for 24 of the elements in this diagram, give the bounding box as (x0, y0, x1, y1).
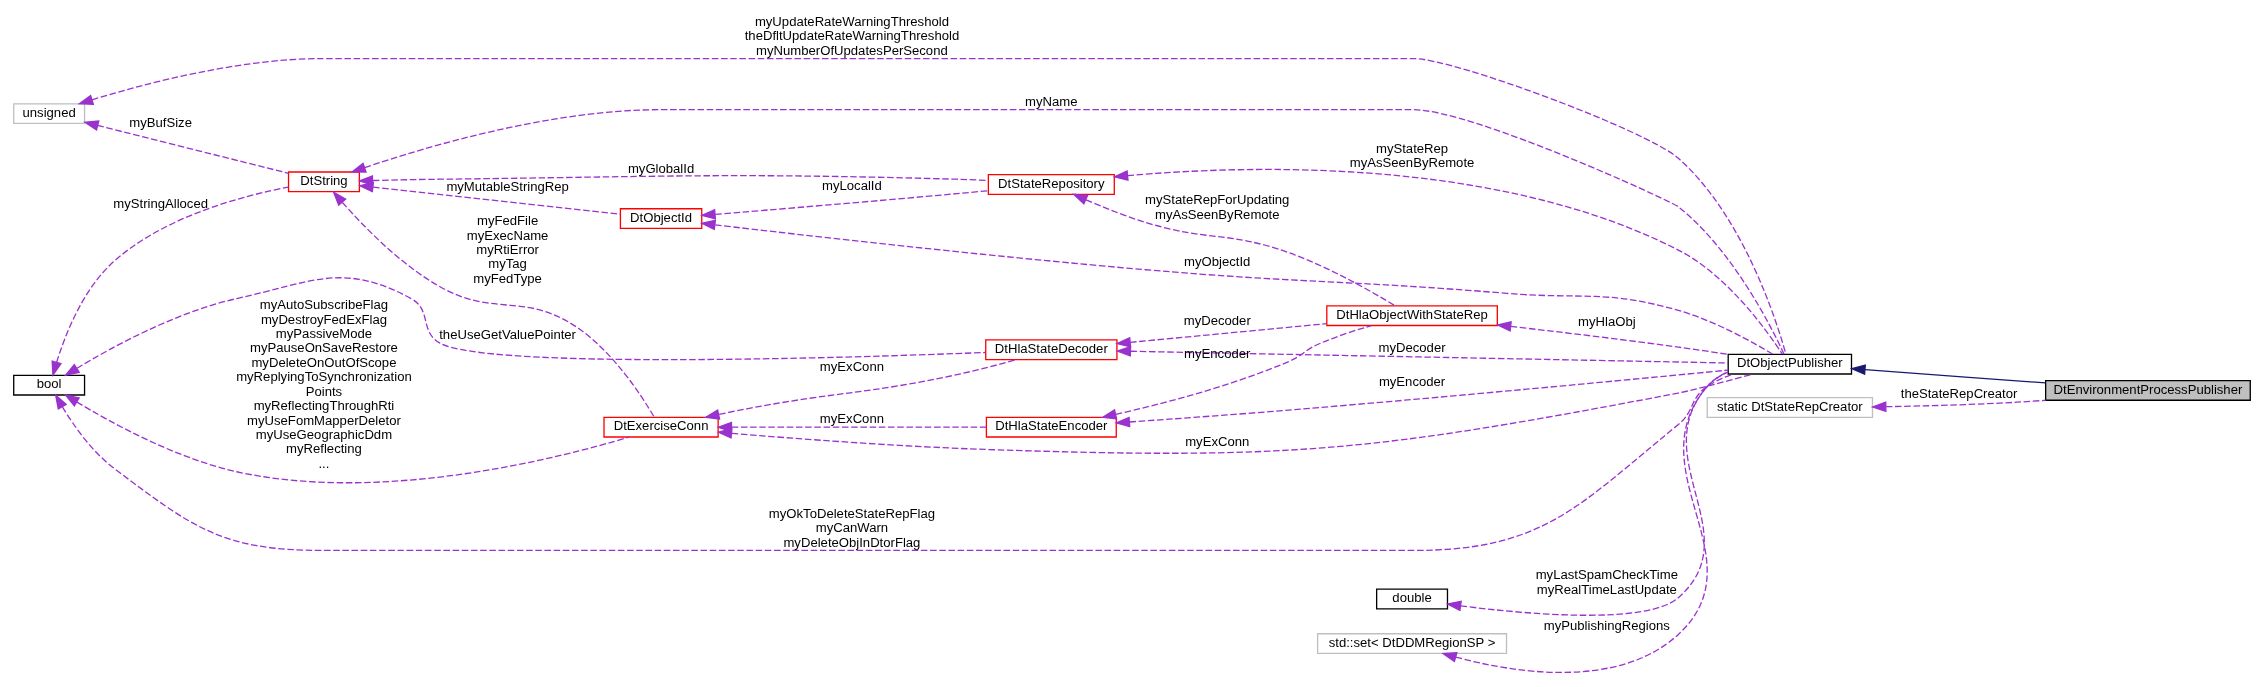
edge-label: myUpdateRateWarningThreshold theDfltUpdateRateWarningThreshold myNumberOfUpdatesPerSecond (744, 13, 960, 58)
edge-label: myGlobalId (627, 160, 695, 176)
edge-label: myStateRep myAsSeenByRemote (1349, 140, 1475, 170)
edge-label: myExConn (1185, 433, 1250, 448)
edge-label: myPublishingRegions (1543, 617, 1670, 633)
edge-label: myExConn (819, 410, 884, 426)
edge-label: myStringAlloced (113, 195, 208, 211)
edge-label: myStateRepForUpdating myAsSeenByRemote (1145, 191, 1290, 222)
edge-label: myOkToDeleteStateRepFlag myCanWarn myDeleteObjInDtorFlag (768, 505, 936, 550)
edge-label: myLocalId (822, 177, 882, 193)
edge-label: myHlaObj (1578, 313, 1636, 329)
edge-label: myMutableStringRep (446, 178, 569, 194)
edge-label: myFedFile myExecName myRtiError myTag myFedType (466, 212, 549, 286)
edge-label: theUseGetValuePointer (439, 326, 576, 342)
edge-label: myEncoder (1378, 373, 1446, 389)
edge-label: theStateRepCreator (1900, 385, 2018, 401)
edge-label: myObjectId (1184, 253, 1251, 269)
edge-label: myName (1025, 93, 1078, 109)
edge-label: myLastSpamCheckTime myRealTimeLastUpdate (1535, 566, 1679, 597)
edge-label: myDecoder (1378, 339, 1446, 355)
edge-label: myDecoder (1183, 312, 1251, 328)
edge-label: myAutoSubscribeFlag myDestroyFedExFlag myPassiveMode myPauseOnSaveRestore myDeleteOnOutOfScope myReplyingToSynchronization Points myReflectingThroughRti myUseFomMapperDeletor myUseGeographicDdm myReflecting ... (236, 296, 412, 471)
edge-label: myExConn (819, 358, 884, 374)
edge-label: myBufSize (129, 114, 192, 130)
